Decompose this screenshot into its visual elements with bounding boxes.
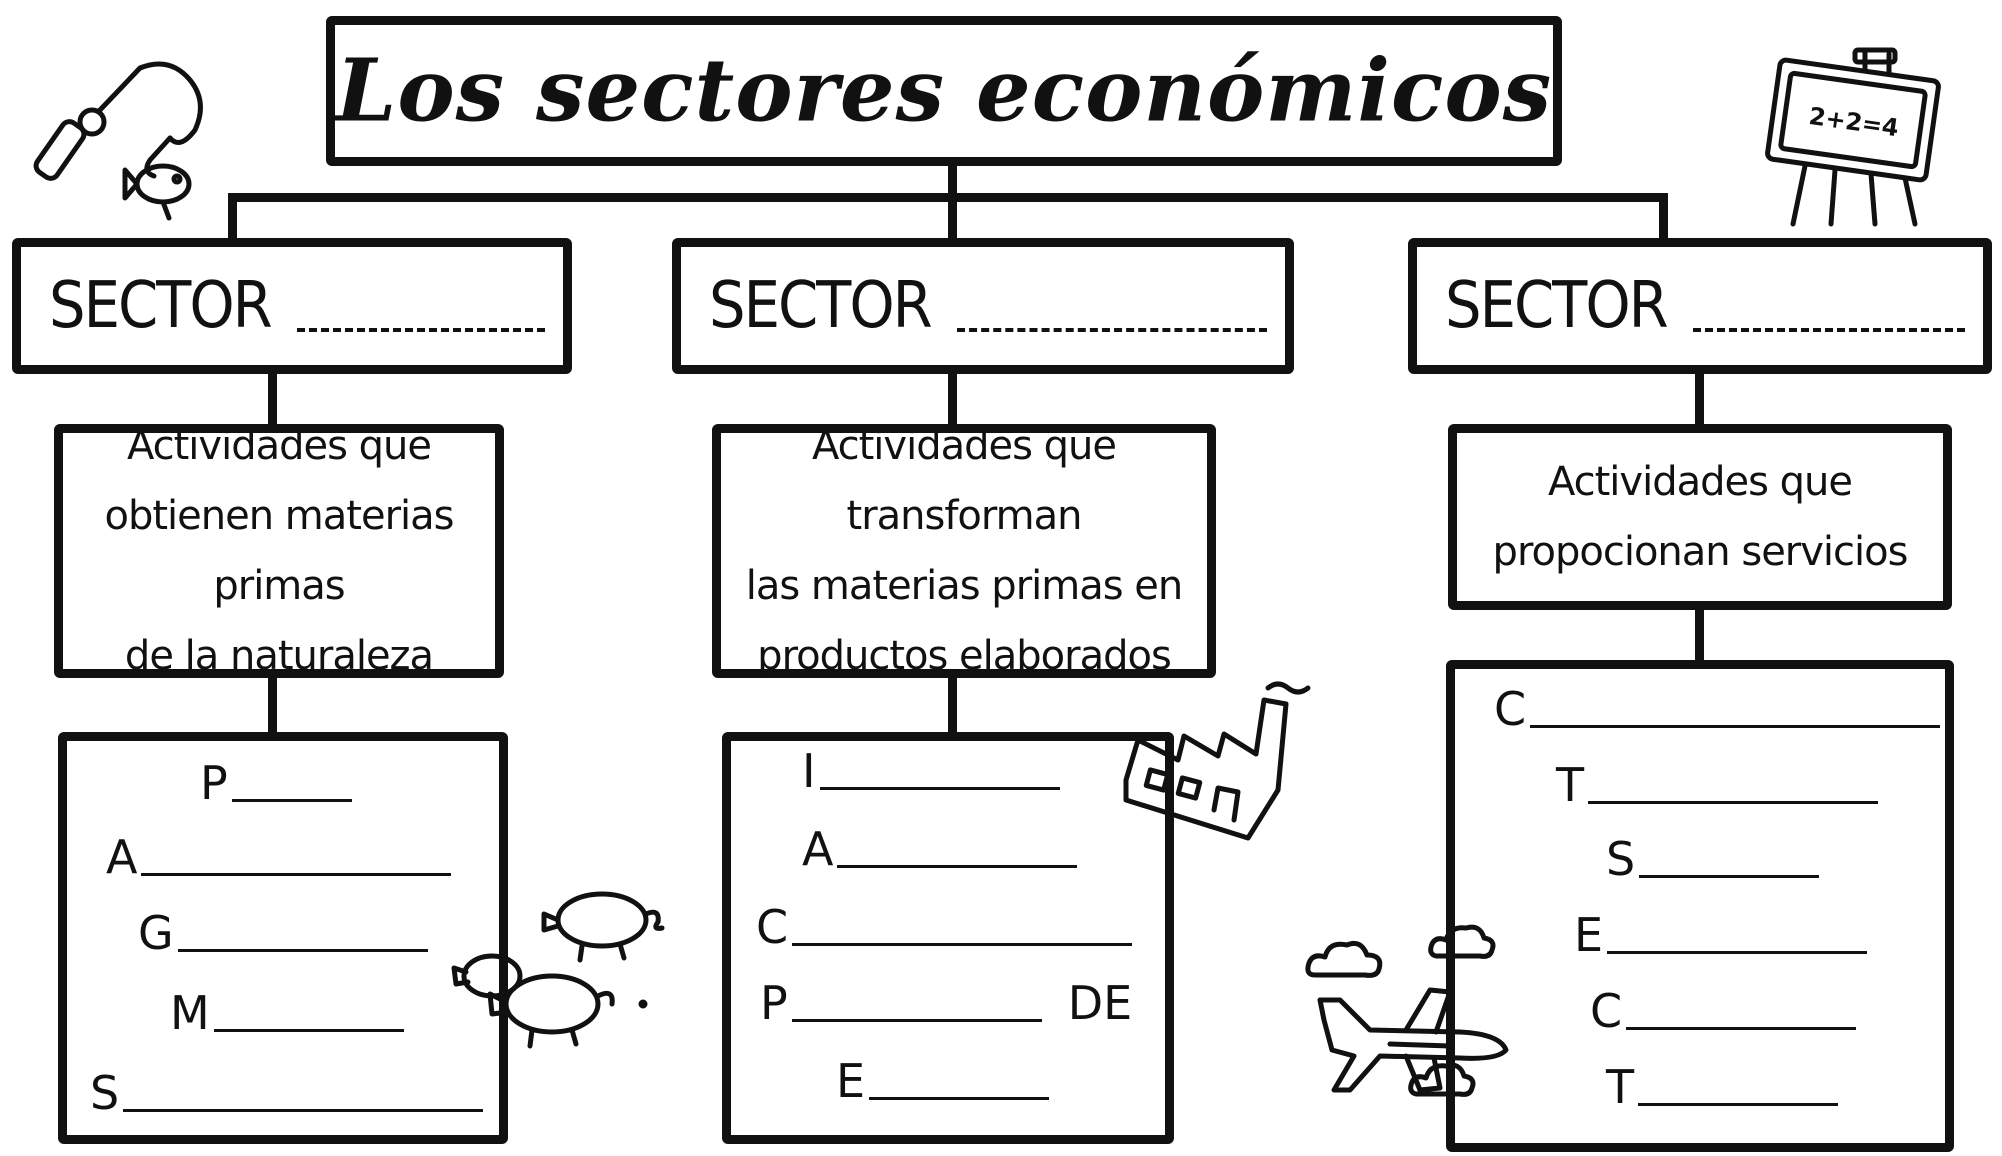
description-text: Actividades que obtienen materias primas… [104, 423, 455, 679]
sector-label: SECTOR [709, 269, 933, 343]
list-item[interactable]: A [802, 826, 1078, 872]
description-text: Actividades que propocionan servicios [1492, 459, 1909, 575]
airplane-icon [1317, 987, 1509, 1093]
factory-icon [1123, 681, 1311, 841]
title-box: Los sectores económicos [326, 16, 1562, 166]
chalkboard-icon: 2+2=4 [1765, 47, 1941, 227]
fish-icon [122, 163, 192, 221]
sector-blank-line[interactable] [296, 328, 545, 332]
connector-right-down [1659, 193, 1668, 243]
list-item[interactable]: S [90, 1070, 484, 1116]
list-item-suffix: DE [1067, 976, 1133, 1030]
list-item[interactable]: M [170, 990, 404, 1036]
cloud-icon [1305, 940, 1383, 978]
list-item[interactable]: A [106, 834, 452, 880]
connector-title-down [948, 160, 957, 202]
list-item[interactable]: I [802, 748, 1060, 794]
connector-right-sector-desc [1695, 370, 1704, 428]
pigs-icon [451, 891, 665, 1049]
description-box-secondary: Actividades que transforman las materias… [712, 423, 1216, 679]
cloud-icon [1408, 1062, 1476, 1097]
activities-list-tertiary [1446, 660, 1954, 1152]
connector-left-sector-desc [268, 370, 277, 428]
connector-middle-down [948, 193, 957, 243]
fishing-rod-icon [33, 61, 203, 181]
list-item[interactable]: T [1556, 762, 1879, 808]
list-item[interactable]: P [200, 760, 352, 806]
chalkboard-text: 2+2=4 [1807, 102, 1900, 142]
sector-box-tertiary: SECTOR [1408, 238, 1992, 374]
list-item[interactable]: E [836, 1058, 1050, 1104]
sector-box-secondary: SECTOR [672, 238, 1294, 374]
list-item[interactable]: C [1590, 988, 1857, 1034]
sector-blank-line[interactable] [1692, 328, 1965, 332]
list-item[interactable]: C [1494, 686, 1941, 732]
list-item[interactable]: C [756, 904, 1133, 950]
cloud-icon [1428, 924, 1496, 959]
sector-label: SECTOR [1445, 269, 1669, 343]
connector-left-down [228, 193, 237, 243]
list-item[interactable]: T [1606, 1064, 1839, 1110]
connector-middle-desc-list [948, 675, 957, 737]
page-title: Los sectores económicos [335, 40, 1553, 142]
connector-middle-sector-desc [948, 370, 957, 428]
description-text: Actividades que transforman las materias… [745, 423, 1184, 679]
sector-blank-line[interactable] [956, 328, 1267, 332]
list-item[interactable]: G [138, 910, 428, 956]
connector-left-desc-list [268, 675, 277, 737]
sector-box-primary: SECTOR [12, 238, 572, 374]
connector-right-desc-list [1695, 605, 1704, 667]
activities-list-secondary [722, 732, 1174, 1144]
description-box-primary: Actividades que obtienen materias primas… [54, 423, 504, 679]
list-item[interactable]: E [1574, 912, 1868, 958]
sector-label: SECTOR [49, 269, 273, 343]
list-item[interactable]: S [1606, 836, 1820, 882]
description-box-tertiary: Actividades que propocionan servicios [1448, 424, 1952, 610]
